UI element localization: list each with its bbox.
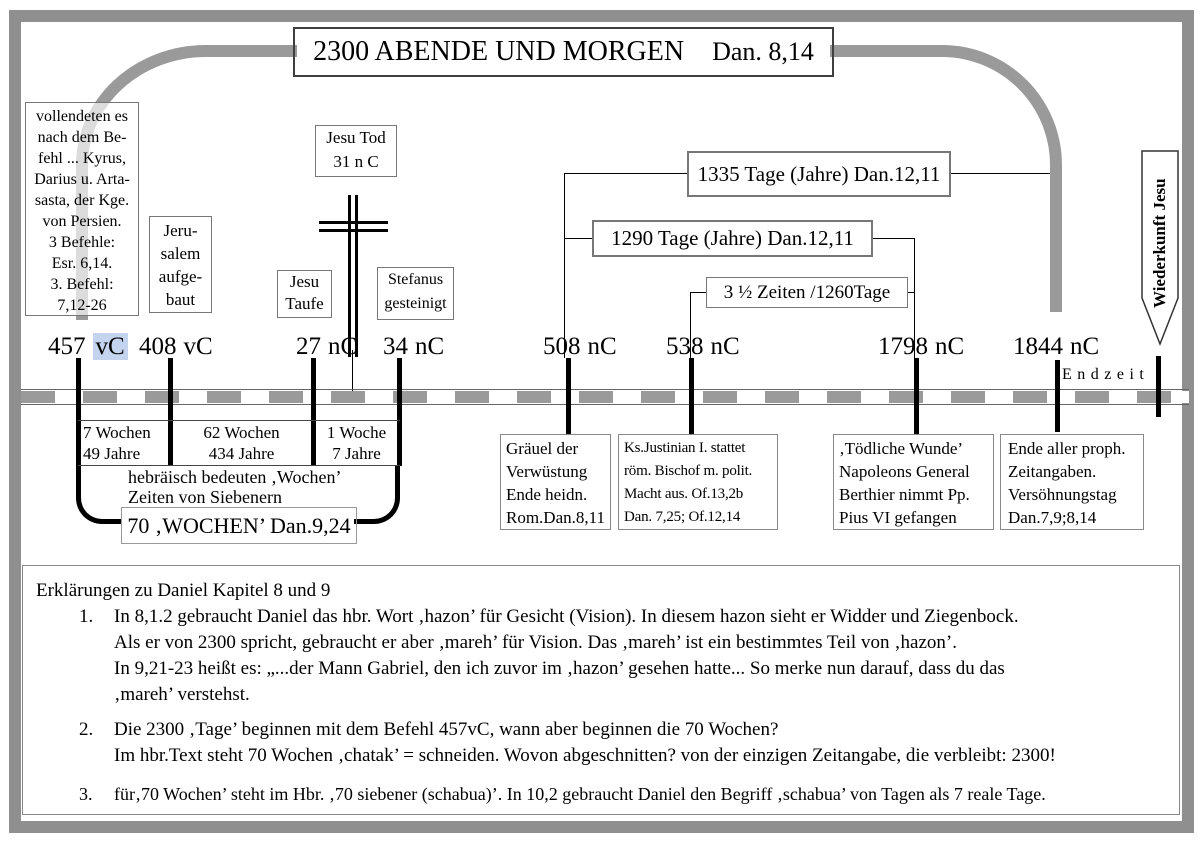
outer-frame xyxy=(9,10,1194,833)
title-box: 2300 ABENDE UND MORGEN Dan. 8,14 xyxy=(293,27,834,77)
date-era: nC xyxy=(587,333,617,360)
cross-icon xyxy=(348,195,358,357)
seventy-weeks-box: 70 ‚WOCHEN’ Dan.9,24 xyxy=(121,507,357,544)
wiederkunft-arrow: Wiederkunft Jesu xyxy=(1141,150,1179,347)
item-number: 3. xyxy=(79,784,93,804)
weeks-row-line xyxy=(78,465,400,466)
hebrew-note-line: Zeiten von Siebenern xyxy=(128,487,282,507)
item-number: 2. xyxy=(79,719,94,740)
explanations-box: Erklärungen zu Daniel Kapitel 8 und 9 1.… xyxy=(22,565,1180,815)
connector-line xyxy=(690,292,691,358)
timeline-date-27nc: 27 nC xyxy=(296,333,357,361)
weeks-cell-62: 62 Wochen 434 Jahre xyxy=(170,422,313,464)
cross-timeline-line xyxy=(352,350,353,402)
timeline-date-34nc: 34 nC xyxy=(383,333,444,361)
connector-line xyxy=(564,238,592,239)
brace-right xyxy=(354,466,400,524)
item-number: 1. xyxy=(79,606,94,627)
wiederkunft-label: Wiederkunft Jesu xyxy=(1150,178,1169,308)
connector-line xyxy=(951,173,1050,174)
date-year: 1844 xyxy=(1013,333,1063,360)
tick-1844 xyxy=(1055,360,1060,432)
timeline-date-1844nc: 1844 nC xyxy=(1013,333,1099,361)
date-era: nC xyxy=(415,333,445,360)
item-text: Die 2300 ‚Tage’ beginnen mit dem Befehl … xyxy=(114,719,1056,766)
date-era: nC xyxy=(710,333,740,360)
tick-34 xyxy=(397,358,402,466)
years-line: 49 Jahre xyxy=(83,444,141,463)
date-era: nC xyxy=(328,333,358,360)
tick-508 xyxy=(566,358,571,434)
connector-line xyxy=(564,173,687,174)
date-year: 27 xyxy=(296,333,321,360)
date-era: nC xyxy=(1070,333,1100,360)
cross-icon-beam xyxy=(319,221,388,232)
weeks-cell-7: 7 Wochen 49 Jahre xyxy=(83,422,167,464)
weeks-cell-1: 1 Woche 7 Jahre xyxy=(313,422,400,464)
connector-line xyxy=(908,292,915,293)
weeks-line: 62 Wochen xyxy=(203,423,280,442)
period-1260-box: 3 ½ Zeiten /1260Tage xyxy=(706,277,908,308)
endzeit-label: Endzeit xyxy=(1062,366,1150,383)
years-line: 7 Jahre xyxy=(332,444,381,463)
date-year: 34 xyxy=(383,333,408,360)
explanations-heading: Erklärungen zu Daniel Kapitel 8 und 9 xyxy=(36,580,331,601)
brace-left xyxy=(76,466,122,524)
date-era-highlighted: vC xyxy=(92,333,128,360)
weeks-row-line xyxy=(78,420,400,421)
explanation-item-1: 1. In 8,1.2 gebraucht Daniel das hbr. Wo… xyxy=(36,604,1179,708)
hebrew-note: hebräisch bedeuten ‚Wochen’ Zeiten von S… xyxy=(128,467,341,507)
weeks-line: 1 Woche xyxy=(326,423,387,442)
connector-line xyxy=(564,173,565,358)
connector-line xyxy=(914,238,915,358)
tick-408 xyxy=(168,358,173,466)
tick-27 xyxy=(311,358,316,466)
period-1290-box: 1290 Tage (Jahre) Dan.12,11 xyxy=(592,220,873,257)
item-text: In 8,1.2 gebraucht Daniel das hbr. Wort … xyxy=(114,606,1019,705)
title-reference: Dan. 8,14 xyxy=(712,37,814,66)
connector-line xyxy=(873,238,915,239)
explanation-item-2: 2. Die 2300 ‚Tage’ beginnen mit dem Befe… xyxy=(36,717,1179,769)
date-year: 1798 xyxy=(878,333,928,360)
date-year: 408 xyxy=(139,333,177,360)
item-text: für‚70 Wochen’ steht im Hbr. ‚70 siebene… xyxy=(114,784,1046,804)
date-year: 508 xyxy=(543,333,581,360)
hebrew-note-line: hebräisch bedeuten ‚Wochen’ xyxy=(128,467,342,487)
title-text: 2300 ABENDE UND MORGEN xyxy=(313,36,685,67)
timeline-top-line xyxy=(21,389,1189,390)
event-box-ende-zeitangaben: Ende aller proph.Zeitangaben.Versöhnungs… xyxy=(1000,434,1144,530)
weeks-line: 7 Wochen xyxy=(83,423,151,442)
connector-line xyxy=(690,292,706,293)
tick-endzeit xyxy=(1156,356,1161,417)
date-era: nC xyxy=(935,333,965,360)
timeline-dashed-band xyxy=(21,391,1189,403)
tick-1798 xyxy=(914,358,919,434)
timeline-date-1798nc: 1798 nC xyxy=(878,333,964,361)
tick-457 xyxy=(76,358,81,466)
timeline-bottom-line xyxy=(21,404,1189,405)
explanation-item-3: 3. für‚70 Wochen’ steht im Hbr. ‚70 sieb… xyxy=(36,781,1179,807)
years-line: 434 Jahre xyxy=(208,444,275,463)
down-arrow-icon xyxy=(1141,150,1179,347)
date-year: 457 xyxy=(48,333,86,360)
period-1335-box: 1335 Tage (Jahre) Dan.12,11 xyxy=(687,151,951,197)
date-era: vC xyxy=(183,333,213,360)
date-year: 538 xyxy=(666,333,704,360)
tick-538 xyxy=(689,358,694,434)
